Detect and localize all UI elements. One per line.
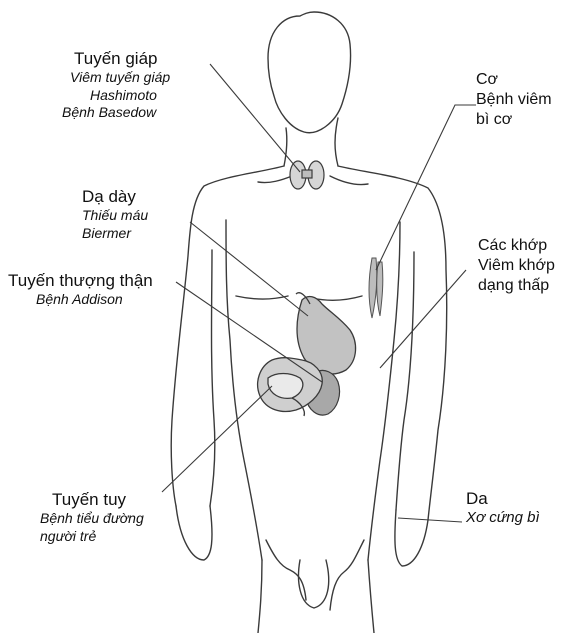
joints-line2: dạng thấp <box>478 276 555 296</box>
pointer-pancreas <box>162 386 272 492</box>
pancreas-title: Tuyến tuy <box>40 489 144 510</box>
collarbone-right <box>330 176 368 185</box>
muscle-title: Cơ <box>476 70 552 90</box>
pointer-joints <box>380 270 466 368</box>
pointer-stomach <box>190 222 308 316</box>
right-arm-inner <box>396 252 414 510</box>
leg-left-outer <box>258 560 262 633</box>
thyroid-title: Tuyến giáp <box>70 48 170 69</box>
label-stomach: Dạ dày Thiếu máu Biermer <box>82 186 148 242</box>
thyroid-line3: Bệnh Basedow <box>62 104 170 122</box>
left-arm-inner <box>210 250 215 506</box>
pancreas-line1: Bệnh tiểu đường <box>40 510 144 528</box>
leg-right-outer <box>368 560 374 633</box>
muscle-line1: Bệnh viêm <box>476 90 552 110</box>
skin-line1: Xơ cứng bì <box>466 509 540 528</box>
pointer-skin <box>398 518 462 522</box>
chest-line-right <box>312 296 362 300</box>
joints-title: Các khớp <box>478 236 555 256</box>
pointer-thyroid <box>210 64 300 172</box>
stomach-line1: Thiếu máu <box>82 207 148 225</box>
left-hand <box>176 506 212 560</box>
skin-title: Da <box>466 488 540 509</box>
pancreas-line2: người trẻ <box>40 528 144 546</box>
label-muscle: Cơ Bệnh viêm bì cơ <box>476 70 552 130</box>
neck-outline <box>284 128 287 166</box>
chest-line-left <box>236 296 288 299</box>
stomach-title: Dạ dày <box>82 186 148 207</box>
adrenal-line1: Bệnh Addison <box>8 291 153 309</box>
groin-right <box>330 540 364 610</box>
thyroid-line2: Hashimoto <box>70 87 170 105</box>
joints-line1: Viêm khớp <box>478 256 555 276</box>
head-outline <box>268 12 351 133</box>
stomach-line2: Biermer <box>82 225 148 243</box>
label-pancreas: Tuyến tuy Bệnh tiểu đường người trẻ <box>40 489 144 545</box>
label-skin: Da Xơ cứng bì <box>466 488 540 528</box>
label-thyroid: Tuyến giáp Viêm tuyến giáp Hashimoto Bện… <box>70 48 170 122</box>
neck-outline-right <box>335 118 338 166</box>
muscle-line2: bì cơ <box>476 110 552 130</box>
collarbone-left <box>258 176 292 183</box>
adrenal-title: Tuyến thượng thận <box>8 270 153 291</box>
torso-left-side <box>226 220 262 560</box>
left-shoulder <box>171 166 284 506</box>
thyroid-line1: Viêm tuyến giáp <box>70 69 170 87</box>
label-adrenal: Tuyến thượng thận Bệnh Addison <box>8 270 153 309</box>
arm-muscle <box>369 258 383 318</box>
thyroid-gland <box>290 161 324 189</box>
label-joints: Các khớp Viêm khớp dạng thấp <box>478 236 555 296</box>
